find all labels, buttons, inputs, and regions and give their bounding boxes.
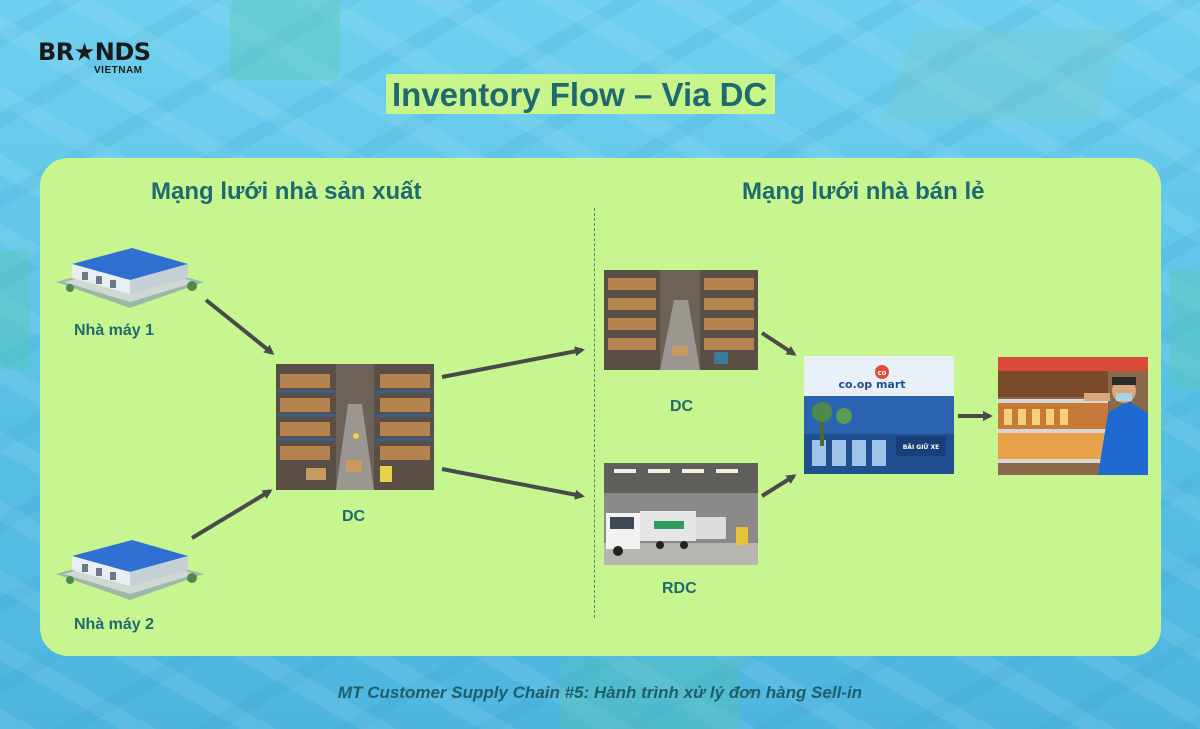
bg-truck-shape — [230, 0, 340, 80]
flow-arrows — [190, 298, 993, 540]
label-factory-2: Nhà máy 2 — [74, 616, 155, 633]
factory-building-icon — [52, 242, 208, 310]
page-title: Inventory Flow – Via DC — [386, 74, 776, 114]
store-brand-text: co.op mart — [838, 378, 905, 391]
heading-manufacturer-network: Mạng lưới nhà sản xuất — [151, 178, 422, 205]
warehouse-shelves-icon — [276, 364, 434, 490]
page-title-wrap: Inventory Flow – Via DC — [386, 74, 776, 114]
arrow-dc-to-rdc — [441, 467, 585, 500]
bg-bus-shape — [0, 250, 30, 370]
bg-bus-shape-right — [1170, 270, 1200, 390]
store-badge-text: co — [878, 369, 887, 377]
arrow-factory1-to-dc — [204, 298, 275, 355]
arrow-rdc-to-store — [760, 474, 797, 498]
factory-building-icon-2 — [52, 534, 208, 602]
store-front-icon: BÃI GIỮ XE co.op mart co — [804, 356, 954, 474]
warehouse-shelves-icon-retail — [604, 270, 758, 370]
flow-panel: Mạng lưới nhà sản xuất Mạng lưới nhà bán… — [40, 158, 1161, 656]
supermarket-shelf-icon — [998, 357, 1148, 475]
arrow-factory2-to-dc — [190, 489, 273, 540]
heading-retail-network: Mạng lưới nhà bán lẻ — [742, 178, 985, 205]
label-factory-1: Nhà máy 1 — [74, 322, 155, 339]
brand-logo: BR★NDS VIETNAM — [38, 38, 178, 78]
label-dc-center: DC — [342, 508, 366, 525]
section-divider — [594, 208, 595, 618]
bg-building-shape — [883, 30, 1127, 120]
logo-subtext: VIETNAM — [94, 65, 143, 76]
bg-truck-bottom — [560, 660, 740, 729]
logo-wordmark: BR★NDS — [38, 38, 151, 66]
footer-caption: MT Customer Supply Chain #5: Hành trình … — [337, 683, 863, 702]
label-dc-retail: DC — [670, 398, 694, 415]
parking-sign-text: BÃI GIỮ XE — [903, 444, 940, 451]
arrow-retail-dc-to-store — [760, 331, 797, 356]
truck-icon — [604, 463, 758, 565]
arrow-dc-to-retail-dc — [441, 346, 585, 379]
label-rdc: RDC — [662, 580, 697, 597]
